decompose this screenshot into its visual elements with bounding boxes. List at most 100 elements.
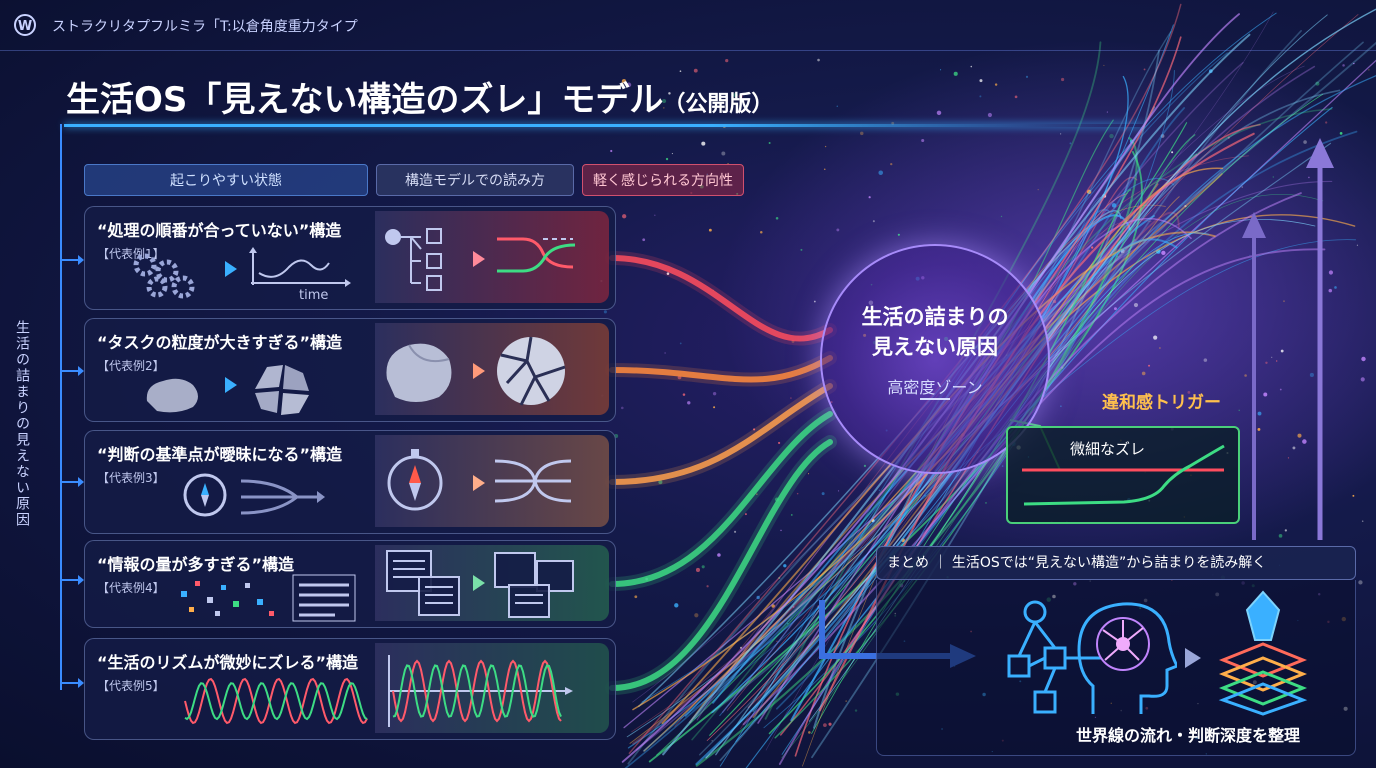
- particle: [1358, 580, 1363, 585]
- summary-panel: [876, 580, 1356, 756]
- particle: [725, 59, 729, 63]
- row-example: 【代表例5】: [97, 679, 165, 693]
- compass-icon: [183, 473, 227, 517]
- particle: [662, 107, 665, 109]
- particle: [824, 168, 826, 170]
- particle: [872, 220, 875, 223]
- spine-tick: [62, 366, 84, 376]
- page-title: 生活OS「見えない構造のズレ」モデル（公開版）: [66, 72, 773, 121]
- structure-row-2[interactable]: “タスクの粒度が大きすぎる”構造 【代表例2】: [84, 318, 616, 422]
- particle: [666, 272, 670, 275]
- documents-icon: [386, 550, 460, 616]
- particle: [1060, 77, 1065, 82]
- particle: [733, 92, 738, 98]
- structure-row-5[interactable]: “生活のリズムが微妙にズレる”構造 【代表例5】: [84, 638, 616, 740]
- particle: [1265, 361, 1268, 364]
- up-arrow-icon: [1242, 138, 1334, 540]
- particle: [1257, 411, 1262, 416]
- particle: [897, 233, 900, 236]
- particle: [776, 640, 778, 643]
- merging-arrows-icon: [240, 479, 325, 515]
- particle: [778, 576, 781, 580]
- particle: [1368, 69, 1370, 71]
- time-chart-icon: time: [249, 247, 351, 303]
- particle: [1284, 529, 1287, 532]
- particle: [679, 70, 682, 72]
- particle: [1342, 64, 1345, 67]
- shattered-rock-icon: [497, 336, 566, 406]
- crystal-layers-icon: [1218, 590, 1308, 716]
- particle: [1000, 215, 1003, 218]
- particle: [717, 553, 721, 557]
- light-stream: [776, 130, 1358, 710]
- particle: [936, 110, 942, 116]
- particle: [878, 489, 881, 491]
- light-stream: [711, 75, 1129, 714]
- page-title-main: 生活OS「見えない構造のズレ」モデル: [66, 80, 664, 120]
- documents-icon: [494, 552, 574, 618]
- sine-wave-icon: [388, 655, 573, 727]
- particle: [1244, 374, 1247, 377]
- particle: [1257, 427, 1261, 431]
- dots-cloud-icon: [181, 574, 356, 622]
- particle: [994, 83, 998, 86]
- particle: [668, 92, 671, 95]
- arrow-right-icon: [473, 475, 485, 491]
- particle: [790, 514, 793, 516]
- flow-ribbon-glow: [605, 251, 837, 346]
- particle: [1001, 465, 1004, 467]
- particle: [706, 585, 709, 588]
- particle: [1287, 457, 1290, 459]
- light-stream: [765, 11, 1274, 751]
- wordpress-logo-icon[interactable]: W: [14, 14, 36, 36]
- flow-ribbon-glow: [605, 379, 837, 489]
- particle: [1339, 132, 1343, 135]
- center-title-line2: 見えない原因: [872, 335, 998, 359]
- particle: [800, 248, 803, 251]
- particle: [836, 228, 840, 232]
- structure-row-3[interactable]: “判断の基準点が曖昧になる”構造 【代表例3】: [84, 430, 616, 534]
- particle: [828, 722, 832, 726]
- title-underline: [64, 124, 1144, 127]
- flow-ribbon-glow: [605, 351, 837, 387]
- particle: [780, 529, 782, 532]
- particle: [1297, 433, 1302, 438]
- compass-icon: [387, 449, 443, 511]
- spine-line: [60, 124, 62, 690]
- particle: [1292, 446, 1296, 450]
- particle: [679, 342, 682, 345]
- flow-ribbon: [609, 411, 833, 587]
- particle: [658, 480, 663, 485]
- particle: [808, 731, 811, 734]
- particle: [854, 709, 858, 712]
- particle: [1360, 377, 1365, 382]
- top-bar: [0, 0, 1376, 51]
- structure-row-4[interactable]: “情報の量が多すぎる”構造 【代表例4】: [84, 540, 616, 628]
- crossing-arrows-icon: [494, 459, 572, 503]
- particle: [1184, 205, 1187, 208]
- particle: [1328, 270, 1334, 275]
- particle: [1309, 372, 1314, 377]
- particle: [1109, 133, 1114, 139]
- particle: [1103, 64, 1105, 66]
- particle: [1353, 62, 1355, 65]
- particle: [817, 58, 820, 62]
- particle: [1356, 244, 1359, 246]
- particle: [861, 546, 863, 548]
- particle: [1133, 302, 1139, 308]
- particle: [1060, 405, 1062, 407]
- particle: [1086, 189, 1092, 195]
- structure-row-1[interactable]: “処理の順番が合っていない”構造 【代表例1】 time: [84, 206, 616, 310]
- particle: [661, 98, 667, 104]
- particle: [845, 700, 848, 702]
- particle: [1187, 390, 1191, 394]
- side-label: 生活の詰まりの見えない原因: [14, 320, 30, 528]
- particle: [1276, 360, 1278, 362]
- particle: [1328, 288, 1333, 293]
- particle: [783, 564, 787, 568]
- particle: [953, 71, 958, 76]
- particle: [940, 69, 942, 71]
- arrow-right-icon: [1185, 648, 1201, 668]
- spine-tick: [62, 575, 84, 585]
- particle: [778, 441, 781, 445]
